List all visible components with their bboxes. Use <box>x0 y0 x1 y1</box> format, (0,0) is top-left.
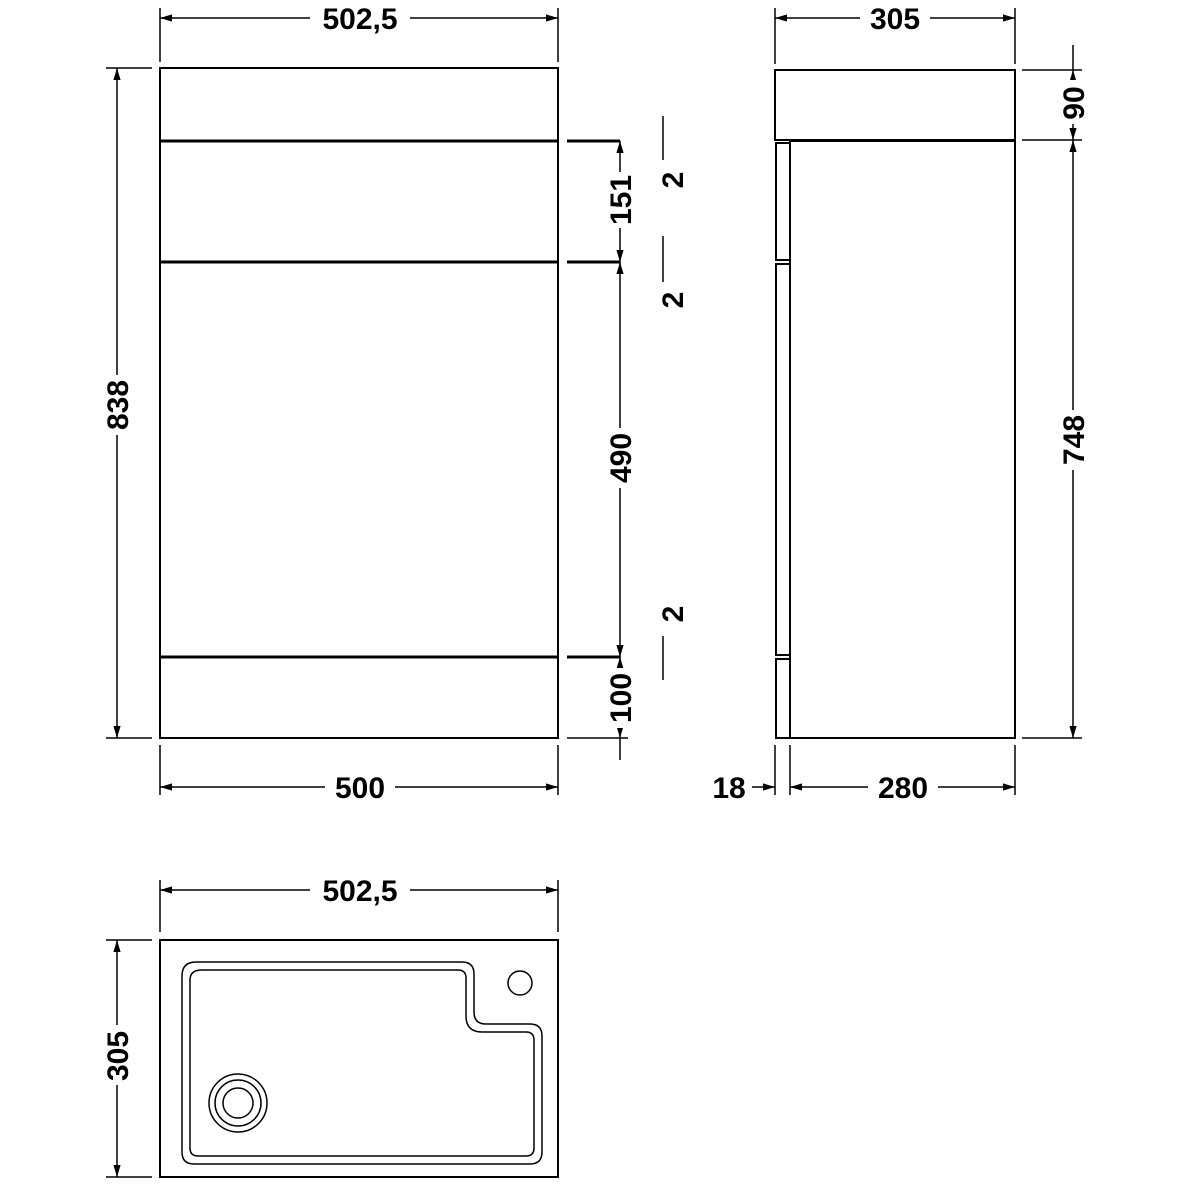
tap-hole-icon <box>507 970 533 996</box>
side-view: 305 90 748 18 280 <box>712 2 1091 805</box>
dim-gap-bottom: 2 <box>657 606 690 623</box>
basin-bowl-outer <box>181 961 543 1165</box>
dim-plan-width: 502,5 <box>322 875 397 908</box>
dim-door-height: 490 <box>605 433 638 483</box>
dim-gap-top: 2 <box>657 172 690 189</box>
plan-view: 502,5 305 <box>100 874 559 1178</box>
dim-side-depth: 305 <box>870 3 920 36</box>
dim-basin-height: 90 <box>1058 86 1091 119</box>
side-door-front <box>775 263 791 656</box>
waste-outlet-icon <box>208 1073 268 1133</box>
dim-plan-depth: 305 <box>102 1031 135 1081</box>
dim-carcass-depth: 280 <box>878 772 928 805</box>
front-cabinet-outline <box>159 67 559 739</box>
dim-front-top-width: 502,5 <box>322 3 397 36</box>
dim-front-bottom-width: 500 <box>335 772 385 805</box>
dim-carcass-height: 748 <box>1058 415 1091 465</box>
dim-door-thickness: 18 <box>712 772 745 805</box>
basin-top-outline <box>159 939 559 1178</box>
side-carcass-outline <box>789 140 1016 739</box>
dim-plinth-height: 100 <box>605 673 638 723</box>
dim-gap-middle: 2 <box>657 292 690 309</box>
side-plinth-front <box>775 658 791 739</box>
front-view: 502,5 838 500 151 490 100 2 2 2 <box>100 2 690 805</box>
dim-drawer-height: 151 <box>605 175 638 225</box>
side-basin-outline <box>774 69 1016 141</box>
basin-bowl-inner <box>189 969 535 1157</box>
dim-front-height: 838 <box>102 380 135 430</box>
side-drawer-front <box>775 142 791 261</box>
